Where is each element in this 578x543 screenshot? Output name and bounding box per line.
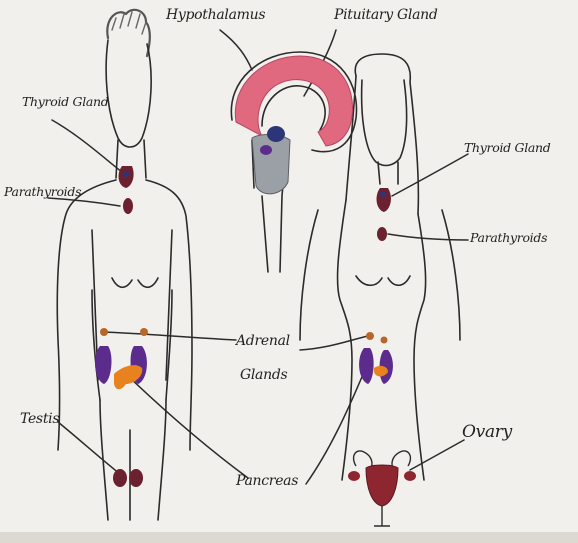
male-adrenal-left [100, 328, 108, 336]
label-pituitary-gland: Pituitary Gland [334, 8, 438, 22]
hypothalamus-shape [267, 126, 285, 142]
pituitary-shape [260, 145, 272, 155]
label-pancreas: Pancreas [236, 474, 298, 488]
label-glands: Glands [240, 368, 287, 382]
label-hypothalamus: Hypothalamus [166, 8, 265, 22]
label-testis: Testis [20, 412, 59, 426]
testis-right [129, 469, 143, 487]
bottom-strip [0, 532, 578, 543]
male-parathyroids-shape [123, 198, 133, 214]
testis-left [113, 469, 127, 487]
male-adrenal-right [140, 328, 148, 336]
label-ovary: Ovary [462, 424, 512, 441]
female-adrenal-right [381, 337, 388, 344]
brainstem [252, 135, 290, 194]
male-thyroid-highlight [123, 171, 129, 177]
female-adrenal-left [366, 332, 374, 340]
female-thyroid-highlight [380, 191, 386, 197]
label-parathyroids-female: Parathyroids [470, 232, 547, 245]
label-thyroid-gland-male: Thyroid Gland [22, 96, 109, 109]
label-parathyroids-male: Parathyroids [4, 186, 81, 199]
label-adrenal: Adrenal [236, 334, 290, 348]
label-thyroid-gland-female: Thyroid Gland [464, 142, 551, 155]
female-parathyroids-shape [377, 227, 387, 241]
